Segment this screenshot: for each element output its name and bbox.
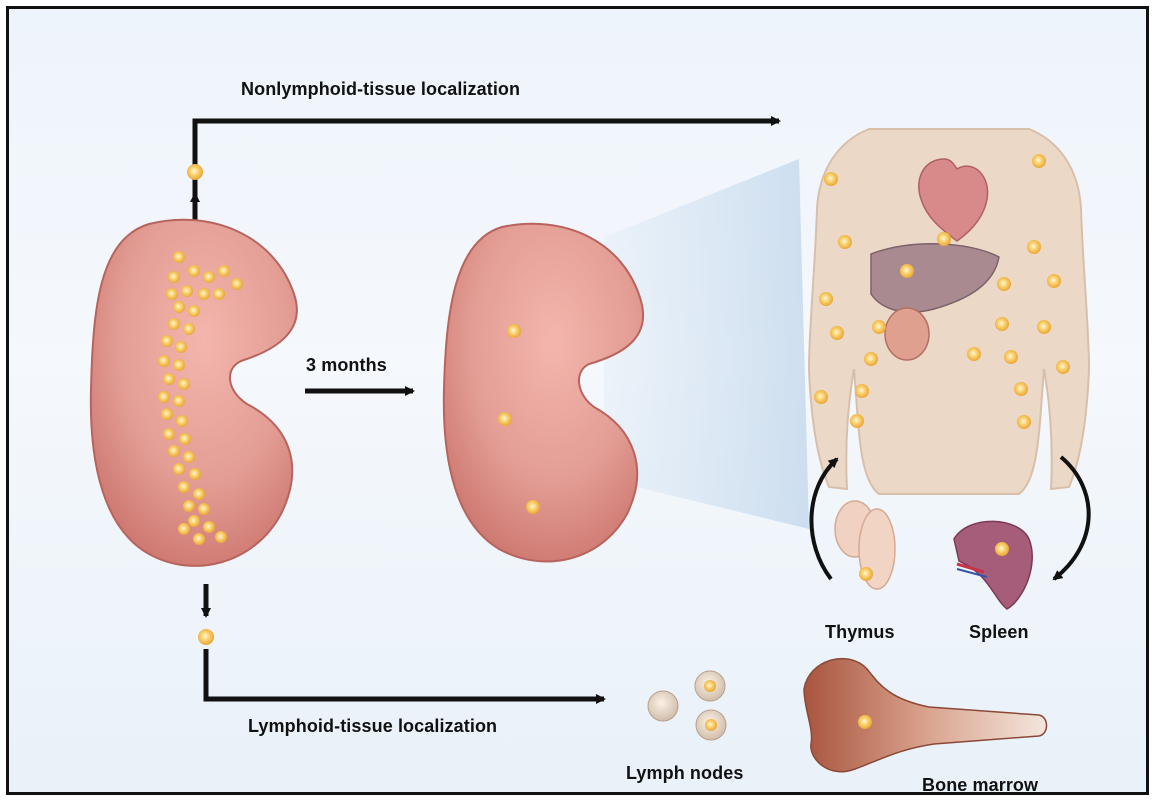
- migrating-cell-top: [187, 164, 203, 180]
- bone-marrow-organ: [804, 659, 1047, 772]
- thymus-organ: [835, 501, 895, 589]
- spleen-organ: [954, 521, 1032, 609]
- bottom-pathway-arrow: [206, 584, 604, 699]
- lymph-nodes-label: Lymph nodes: [626, 763, 743, 784]
- time-interval-label: 3 months: [306, 355, 387, 376]
- nonlymphoid-pathway-label: Nonlymphoid-tissue localization: [241, 79, 520, 100]
- diagram-frame: Nonlymphoid-tissue localization Lymphoid…: [6, 6, 1149, 795]
- bone-marrow-label: Bone marrow: [922, 775, 1038, 795]
- lymph-nodes: [648, 671, 726, 740]
- grafted-kidney-in-body: [885, 308, 929, 360]
- lymphoid-pathway-label: Lymphoid-tissue localization: [248, 716, 497, 737]
- thymus-label: Thymus: [825, 622, 895, 643]
- migrating-cell-bottom: [198, 629, 214, 645]
- diagram-canvas: [9, 9, 1149, 795]
- spleen-label: Spleen: [969, 622, 1029, 643]
